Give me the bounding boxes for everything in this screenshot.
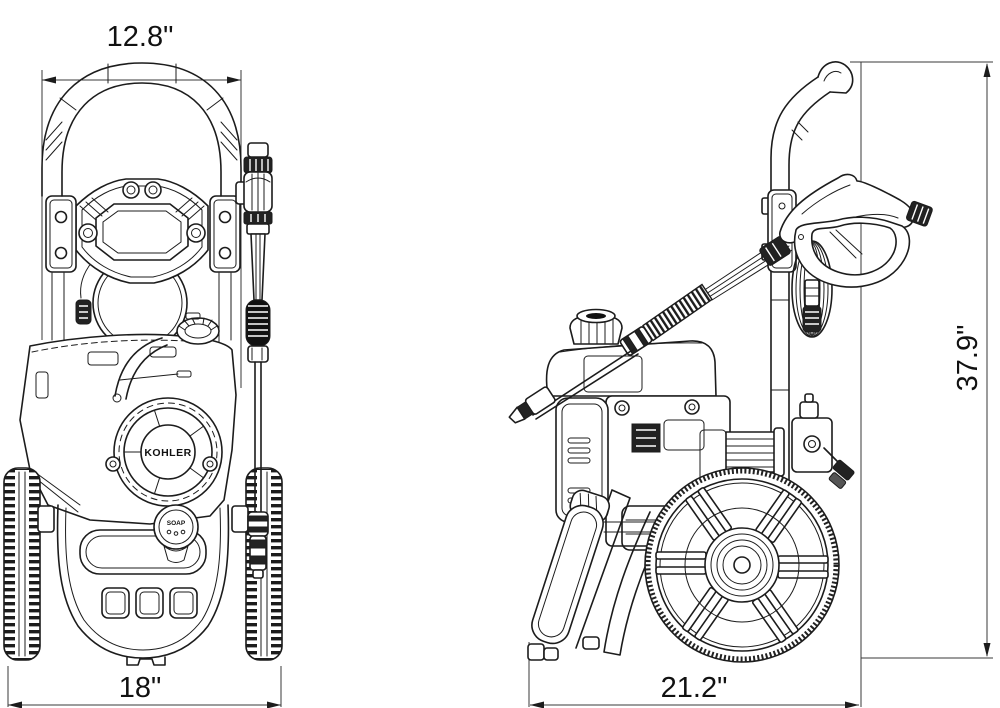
dim-label-12-8: 12.8" <box>107 21 174 53</box>
tank-label-area <box>583 355 643 393</box>
fuel-tank-side <box>545 308 717 397</box>
front-leg-assembly <box>527 489 667 661</box>
dim-arrow-right-icon <box>267 701 281 708</box>
hose-fitting <box>802 305 822 333</box>
axle-left <box>37 505 55 533</box>
cart-base <box>56 504 230 666</box>
frame-tubes <box>51 272 232 343</box>
panel-hatching <box>79 197 205 221</box>
spray-nozzle <box>508 386 556 424</box>
wheel-spokes <box>655 487 829 643</box>
tire-tread-texture <box>645 468 839 662</box>
dim-arrow-left-icon <box>8 701 22 708</box>
side-view <box>508 61 933 663</box>
dimension-handle-width: 12.8" <box>41 21 242 388</box>
soap-cap: SOAP <box>153 504 199 563</box>
handle-loop <box>41 62 242 197</box>
base-tab <box>126 656 166 666</box>
engine-top: KOHLER <box>19 333 237 525</box>
support-foot <box>527 643 545 661</box>
fuel-cap-side <box>569 308 623 345</box>
nozzle-slots <box>101 587 198 619</box>
pump-assembly <box>725 393 855 489</box>
wheel-left-top <box>3 467 41 661</box>
throttle-rod <box>119 373 179 381</box>
dim-label-18: 18" <box>119 672 162 704</box>
stored-spray-gun <box>235 142 273 579</box>
wheel-side <box>644 467 840 663</box>
lance-ribbed-section <box>642 283 713 342</box>
dimension-overall-depth: 21.2" <box>528 642 859 708</box>
handle-end-cap <box>817 61 854 94</box>
nozzle-holder-holes <box>122 181 162 199</box>
gun-inlet-connector <box>905 200 933 227</box>
handle-bracket-left <box>45 195 77 273</box>
gun-barrel <box>250 233 266 301</box>
trigger-guard <box>793 216 911 288</box>
dim-arrow-up-icon <box>983 63 991 77</box>
axle-right <box>231 505 249 533</box>
wheel-hub <box>684 507 800 623</box>
spray-gun-side <box>779 173 933 288</box>
handle-grip-pads <box>45 121 238 161</box>
gun-lance <box>254 361 262 513</box>
dim-arrow-right-icon <box>227 76 241 84</box>
engine-bail-handle <box>112 337 168 403</box>
dim-label-37-9: 37.9" <box>952 325 984 392</box>
handle-bracket-right <box>209 195 241 273</box>
fuel-cap-top <box>176 312 220 345</box>
hose-coil <box>791 240 833 338</box>
dim-arrow-left-icon <box>530 701 544 708</box>
panel-octagon <box>95 203 189 261</box>
dimension-overall-height: 37.9" <box>850 61 993 707</box>
power-cord <box>75 261 93 325</box>
dim-label-21-2: 21.2" <box>661 672 728 704</box>
trigger <box>829 229 863 259</box>
soap-label: SOAP <box>167 520 186 527</box>
recoil-starter: KOHLER <box>113 397 223 507</box>
top-view: KOHLER <box>3 62 283 666</box>
engine-brand-label: KOHLER <box>144 447 191 459</box>
accessory-panel <box>75 178 209 284</box>
dim-arrow-right-icon <box>845 701 859 708</box>
dim-arrow-left-icon <box>42 76 56 84</box>
gun-holster <box>531 489 611 645</box>
lance-side <box>508 236 793 424</box>
gun-ribbed-grip <box>245 299 271 347</box>
dimension-overall-width: 18" <box>7 666 282 708</box>
dim-arrow-down-icon <box>983 643 991 657</box>
base-grab-handle <box>79 529 207 575</box>
